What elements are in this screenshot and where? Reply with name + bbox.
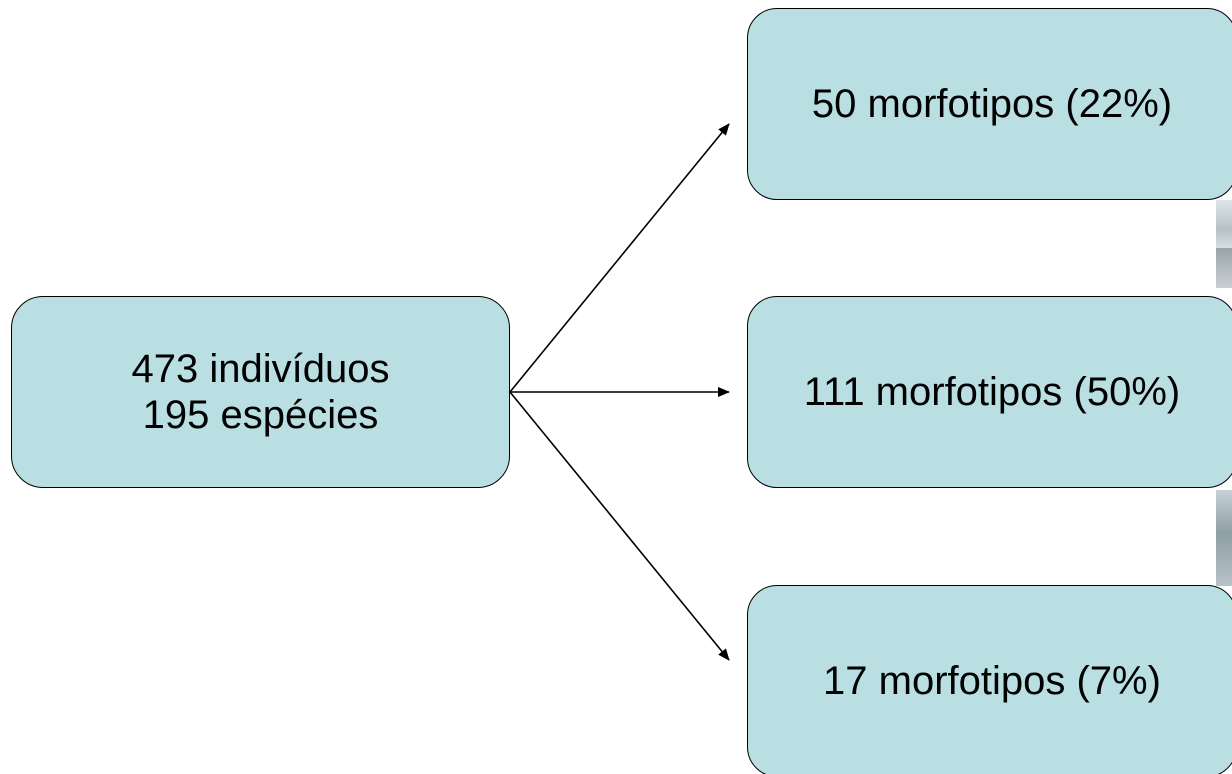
background-photo-fragment bbox=[1216, 200, 1232, 248]
branch-node-3: 17 morfotipos (7%) bbox=[747, 585, 1232, 774]
root-node-line-1: 473 indivíduos bbox=[131, 347, 390, 391]
branch-node-3-label: 17 morfotipos (7%) bbox=[823, 659, 1161, 703]
root-node-line-2: 195 espécies bbox=[142, 393, 379, 437]
arrow-to-branch-1 bbox=[509, 123, 730, 393]
root-node: 473 indivíduos 195 espécies bbox=[11, 296, 510, 488]
background-photo-fragment bbox=[1216, 248, 1232, 288]
background-photo-fragment bbox=[1216, 490, 1232, 586]
branch-node-1-label: 50 morfotipos (22%) bbox=[811, 82, 1173, 126]
branch-node-1: 50 morfotipos (22%) bbox=[747, 8, 1232, 200]
arrow-to-branch-3 bbox=[509, 391, 730, 661]
branch-node-2-label: 111 morfotipos (50%) bbox=[803, 370, 1181, 414]
branch-node-2: 111 morfotipos (50%) bbox=[747, 296, 1232, 488]
